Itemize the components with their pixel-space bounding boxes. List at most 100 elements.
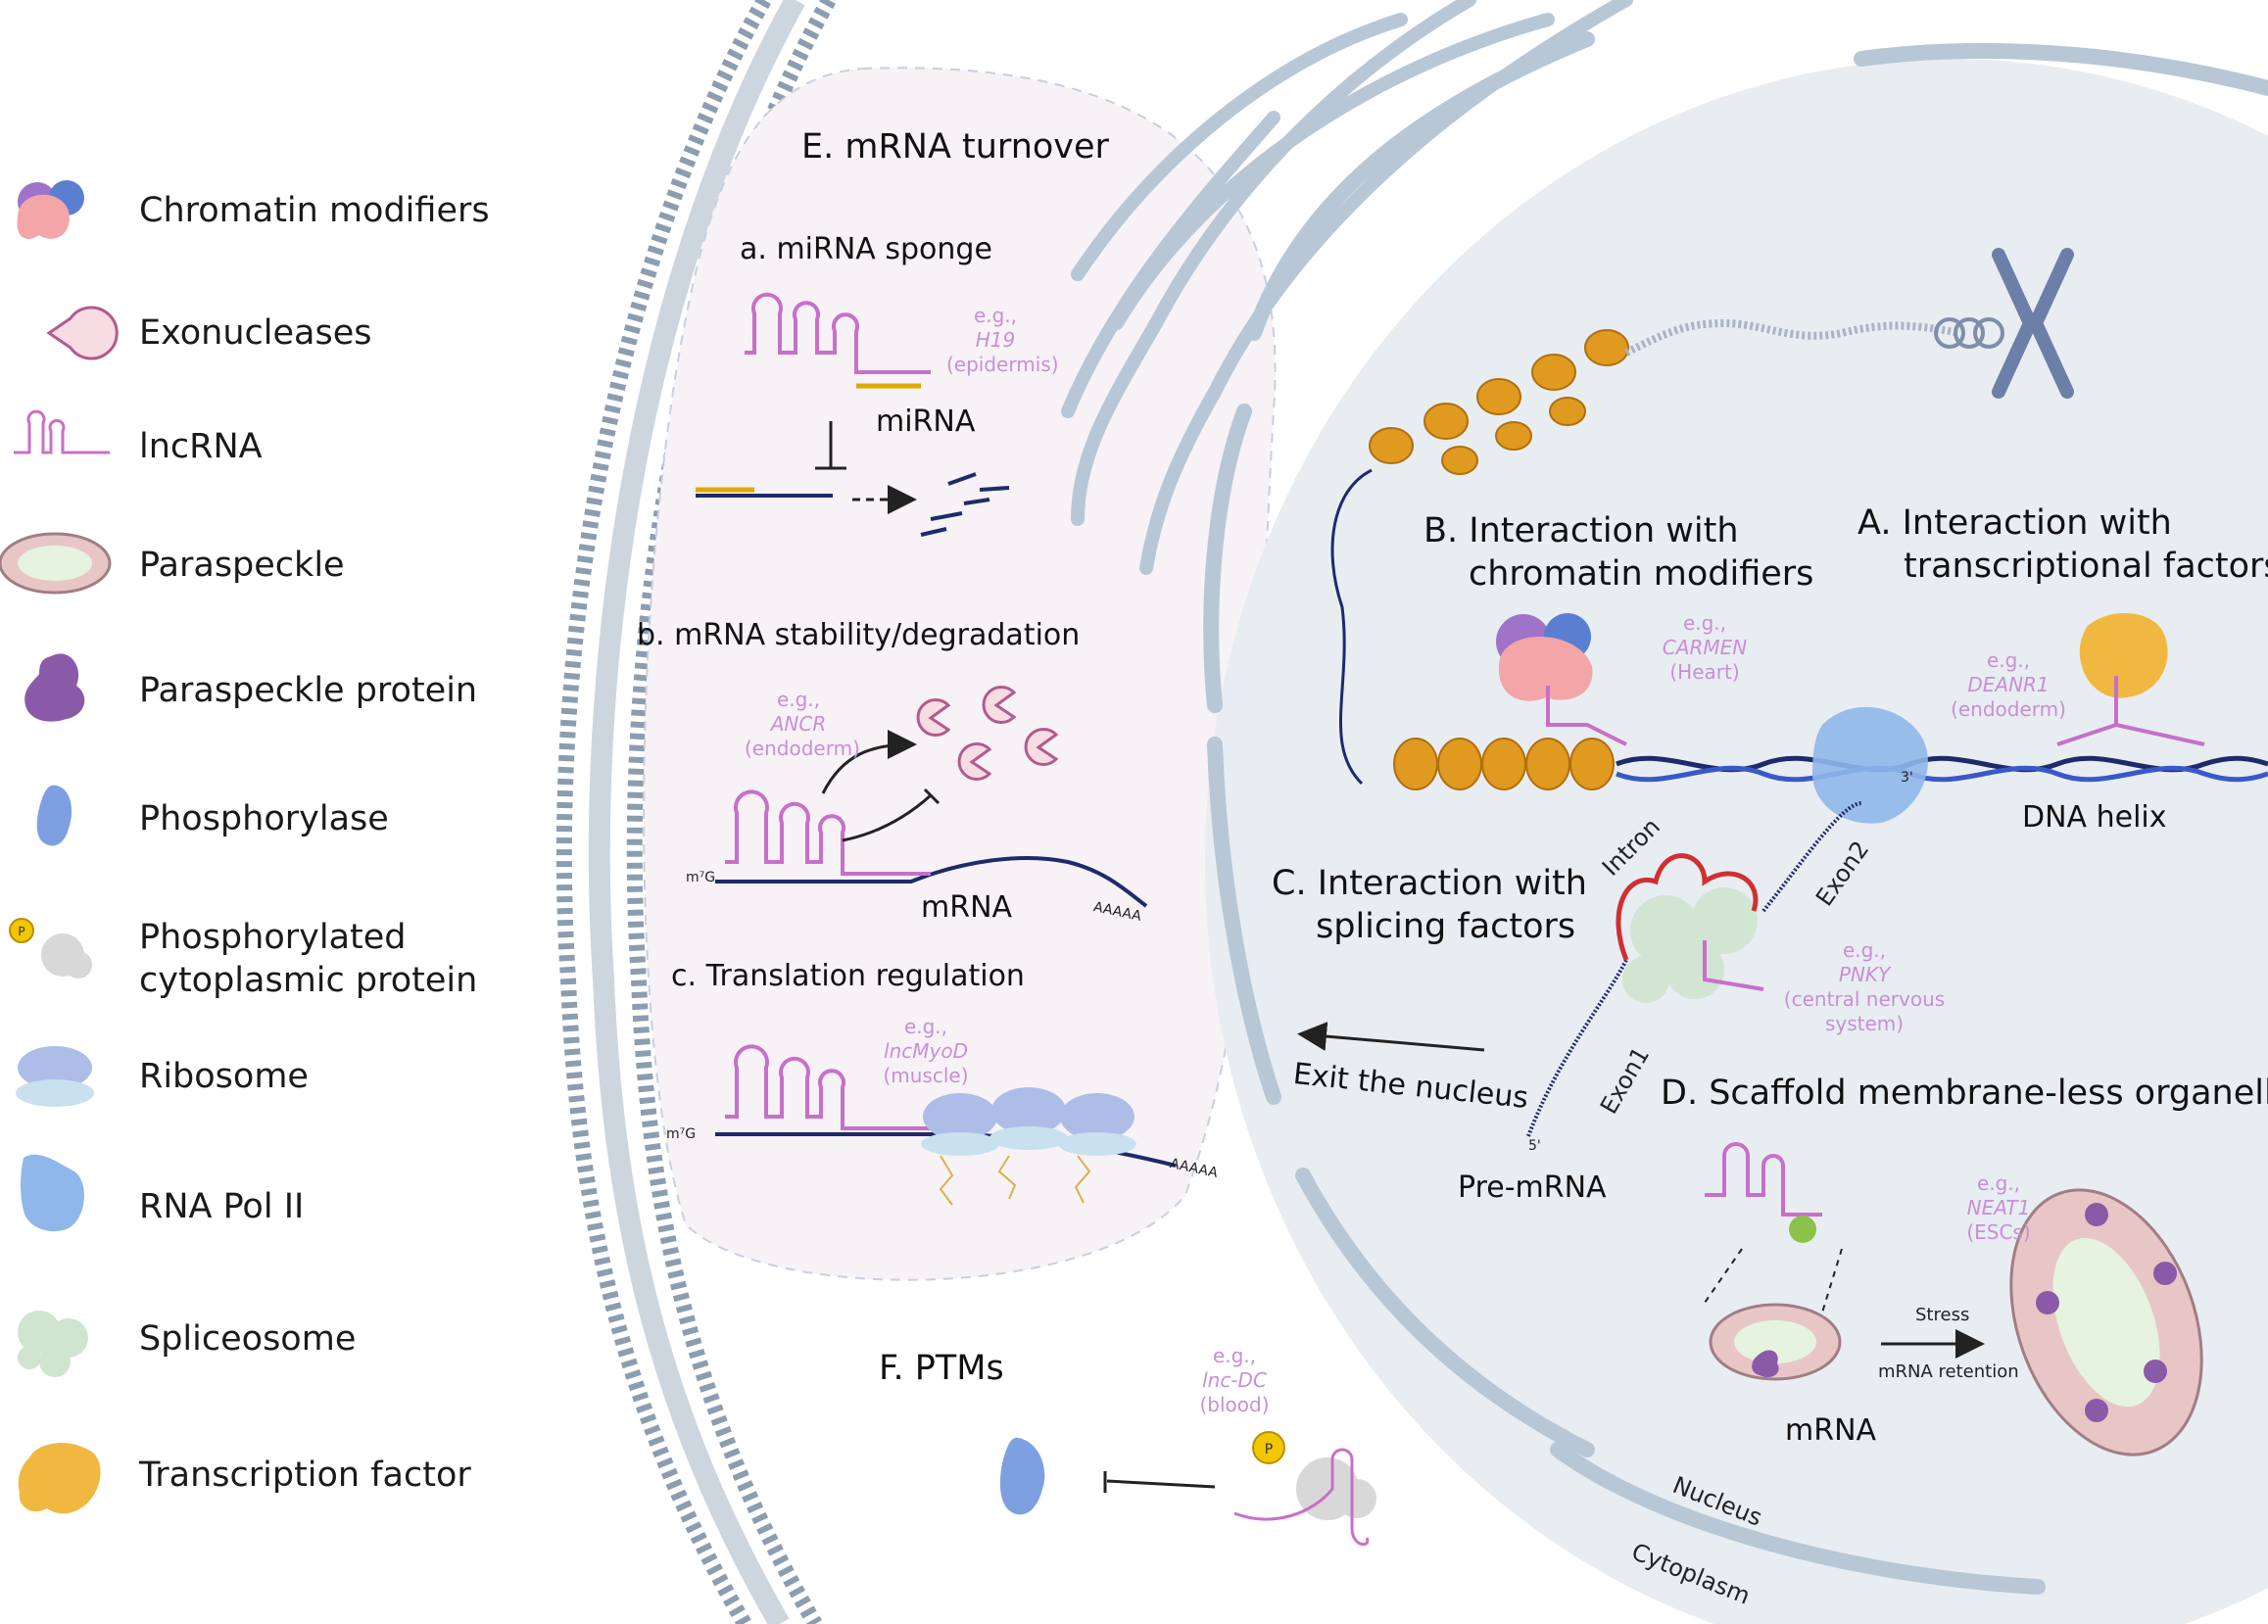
section-a-title-1: A. Interaction with xyxy=(1858,503,2172,543)
stress-label: Stress xyxy=(1915,1305,1970,1325)
ptm-diagram: P xyxy=(999,1431,1376,1546)
example-lncmyod: e.g., lncMyoD (muscle) xyxy=(872,1015,980,1088)
chromatin-modifier-icon xyxy=(17,180,84,239)
transcription-factor-icon xyxy=(18,1443,101,1514)
example-h19: e.g., H19 (epidermis) xyxy=(946,304,1059,377)
mirna-sponge-diagram xyxy=(696,292,1010,537)
example-name: NEAT1 xyxy=(1966,1196,2031,1219)
legend: P xyxy=(0,180,119,1514)
exonuclease-icon xyxy=(46,306,119,360)
example-eg: e.g., xyxy=(1682,611,1727,635)
example-tissue: (muscle) xyxy=(883,1064,969,1087)
section-b-title-2: chromatin modifiers xyxy=(1469,554,1814,594)
legend-chromatin-modifiers: Chromatin modifiers xyxy=(139,191,490,230)
example-eg: e.g., xyxy=(1212,1344,1257,1367)
translation-regulation-diagram xyxy=(715,1044,1177,1206)
chromatin-modifier-complex xyxy=(1496,613,1627,746)
example-tissue-1: (central nervous xyxy=(1783,987,1946,1011)
dna-helix-label: DNA helix xyxy=(2022,800,2167,835)
phosphorylase-icon xyxy=(36,785,72,846)
mrna-turnover-region xyxy=(643,67,1277,1281)
rna-pol-ii xyxy=(1812,706,1928,824)
cap-label-c: m⁷G xyxy=(666,1126,697,1142)
example-tissue-2: system) xyxy=(1824,1012,1905,1035)
paraspeckle-protein-icon xyxy=(24,653,85,722)
example-eg: e.g., xyxy=(1976,1171,2021,1195)
three-prime-label: 3' xyxy=(1901,770,1913,786)
paraspeckle-scaffold xyxy=(1704,1142,2203,1457)
ribosome-icon xyxy=(16,1046,94,1107)
rna-pol-ii-icon xyxy=(21,1154,85,1232)
section-f-title: F. PTMs xyxy=(879,1349,1004,1388)
legend-exonucleases: Exonucleases xyxy=(139,313,372,353)
example-name: CARMEN xyxy=(1662,636,1748,659)
section-d-title: D. Scaffold membrane-less organelles xyxy=(1661,1074,2268,1113)
mrna-stability-diagram xyxy=(715,686,1148,908)
example-eg: e.g., xyxy=(1986,648,2031,672)
legend-rna-pol-ii: RNA Pol II xyxy=(139,1187,305,1226)
section-e-b-title: b. mRNA stability/degradation xyxy=(637,618,1081,652)
legend-phosphorylase: Phosphorylase xyxy=(139,799,389,838)
example-lncdc: e.g., lnc-DC (blood) xyxy=(1185,1344,1283,1417)
example-name: H19 xyxy=(975,328,1016,352)
mrna-label-d: mRNA xyxy=(1785,1413,1877,1448)
example-eg: e.g., xyxy=(776,688,821,711)
example-ancr: e.g., ANCR (endoderm) xyxy=(745,688,860,761)
example-tissue: (blood) xyxy=(1199,1393,1270,1416)
chromatin-fiber xyxy=(1330,248,2074,790)
example-pnky: e.g., PNKY (central nervous system) xyxy=(1781,938,1948,1036)
legend-cytoplasmic-protein: cytoplasmic protein xyxy=(139,961,478,1000)
example-tissue: (Heart) xyxy=(1669,660,1740,684)
example-name: lnc-DC xyxy=(1202,1368,1267,1392)
section-b-title-1: B. Interaction with xyxy=(1424,511,1739,550)
pre-mrna-splicing xyxy=(1526,801,1862,1137)
example-eg: e.g., xyxy=(973,304,1018,327)
mrna-retention-label: mRNA retention xyxy=(1878,1361,2019,1382)
example-tissue: (endoderm) xyxy=(745,737,860,760)
example-name: lncMyoD xyxy=(884,1039,968,1063)
legend-phosphorylated: Phosphorylated xyxy=(139,918,407,957)
phosphate-label: P xyxy=(1265,1442,1273,1457)
lncrna-icon xyxy=(14,409,110,454)
example-name: DEANR1 xyxy=(1967,673,2050,696)
legend-ribosome: Ribosome xyxy=(139,1057,309,1096)
example-tissue: (endoderm) xyxy=(1951,697,2066,721)
legend-lncrna: lncRNA xyxy=(139,427,263,466)
section-e-a-title: a. miRNA sponge xyxy=(740,232,992,266)
endoplasmic-reticulum xyxy=(1061,0,1633,575)
example-name: PNKY xyxy=(1838,963,1891,986)
example-carmen: e.g., CARMEN (Heart) xyxy=(1656,611,1754,685)
pre-mrna-label: Pre-mRNA xyxy=(1458,1170,1607,1205)
example-deanr1: e.g., DEANR1 (endoderm) xyxy=(1950,648,2067,722)
legend-spliceosome: Spliceosome xyxy=(139,1319,357,1359)
five-prime-label: 5' xyxy=(1528,1138,1541,1154)
example-eg: e.g., xyxy=(1842,938,1887,962)
example-tissue: (ESCs) xyxy=(1966,1220,2031,1244)
phosphorylase xyxy=(999,1437,1045,1515)
example-name: ANCR xyxy=(770,712,827,736)
transcription-factor xyxy=(2056,613,2205,746)
section-e-title: E. mRNA turnover xyxy=(801,127,1109,167)
section-e-c-title: c. Translation regulation xyxy=(671,959,1025,993)
section-c-title-2: splicing factors xyxy=(1316,907,1576,946)
phosphorylated-protein-icon: P xyxy=(9,918,92,979)
example-tissue: (epidermis) xyxy=(946,353,1059,376)
dna-helix xyxy=(1616,755,2268,783)
exit-nucleus-arrow xyxy=(1297,1022,1485,1052)
phosphate-label: P xyxy=(18,925,24,938)
mrna-label-b: mRNA xyxy=(921,890,1013,925)
legend-transcription-factor: Transcription factor xyxy=(139,1456,471,1495)
chromosome-icon xyxy=(1992,248,2074,399)
spliceosome-icon xyxy=(18,1311,88,1377)
phosphate-group xyxy=(1252,1431,1285,1464)
legend-paraspeckle-protein: Paraspeckle protein xyxy=(139,671,478,710)
legend-paraspeckle: Paraspeckle xyxy=(139,546,345,585)
section-a-title-2: transcriptional factors xyxy=(1904,547,2268,586)
paraspeckle-icon xyxy=(0,532,112,595)
ribosome-group xyxy=(921,1087,1136,1156)
section-c-title-1: C. Interaction with xyxy=(1272,864,1587,903)
cap-label-b: m⁷G xyxy=(686,870,716,885)
cell-membrane xyxy=(555,0,837,1624)
example-eg: e.g., xyxy=(903,1015,948,1038)
